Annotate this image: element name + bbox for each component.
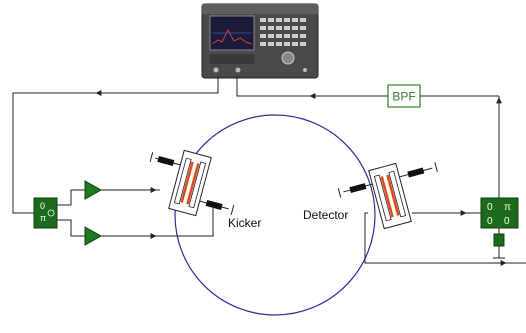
kicker-label: Kicker (228, 216, 261, 230)
hybrid-right-label-1: 0 (487, 202, 493, 213)
hybrid-right-label-3: 0 (487, 216, 493, 227)
detector-label: Detector (303, 208, 348, 222)
bpf-label: BPF (392, 90, 415, 104)
hybrid-right-label-2: π (504, 202, 511, 213)
spectrum-analyzer-icon (201, 3, 319, 79)
hybrid-left-top-label: 0 (40, 201, 45, 211)
detector-electrode (337, 162, 438, 230)
amplifier-bottom-icon (84, 226, 103, 246)
bpf-filter: BPF (387, 84, 421, 108)
storage-ring (174, 114, 376, 316)
hybrid-combiner-right: 0 π 0 0 (480, 197, 519, 247)
hybrid-splitter-left: 0 π (33, 197, 58, 229)
flow-arrows (95, 90, 507, 266)
hybrid-right-label-4: 0 (504, 216, 510, 227)
amplifier-top-icon (84, 180, 103, 200)
kicker-electrode (149, 149, 235, 217)
hybrid-left-bottom-label: π (40, 213, 46, 223)
